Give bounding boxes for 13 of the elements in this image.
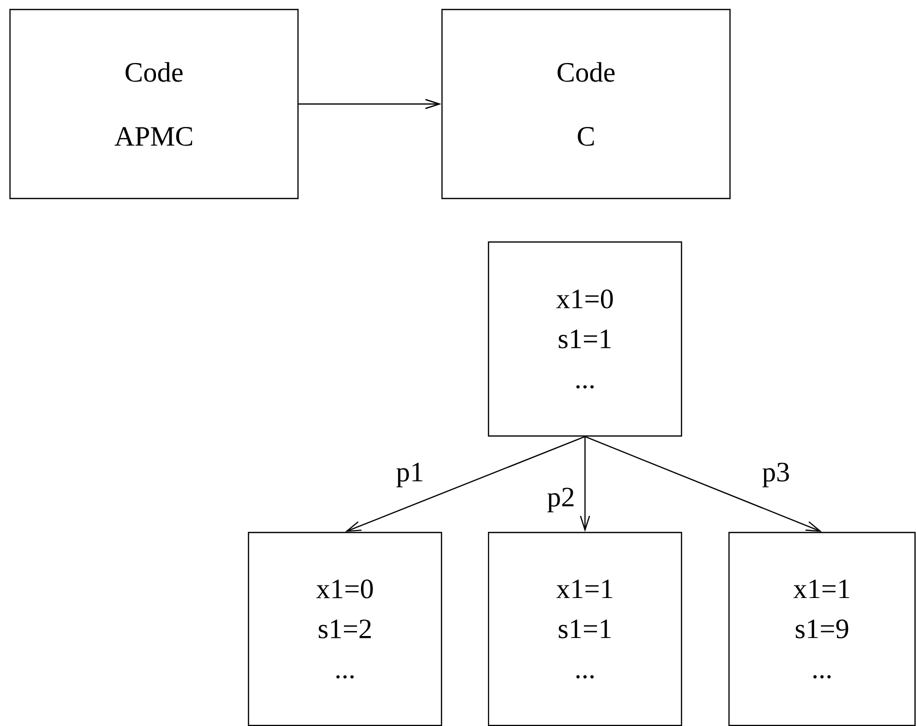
process-box: x1=0 s1=1 ... <box>488 241 682 437</box>
arrow <box>580 436 590 532</box>
edge-label: p3 <box>761 462 791 488</box>
process-box: x1=1 s1=9 ... <box>728 532 916 726</box>
process-box: Code APMC <box>9 8 299 200</box>
edge-label: p2 <box>546 486 576 514</box>
arrow <box>584 436 822 532</box>
process-box: x1=1 s1=1 ... <box>488 532 682 726</box>
arrow <box>298 98 442 110</box>
process-box: Code C <box>441 8 731 200</box>
process-box: x1=0 s1=2 ... <box>248 532 442 726</box>
arrow <box>345 436 586 532</box>
edge-label: p1 <box>395 462 425 488</box>
